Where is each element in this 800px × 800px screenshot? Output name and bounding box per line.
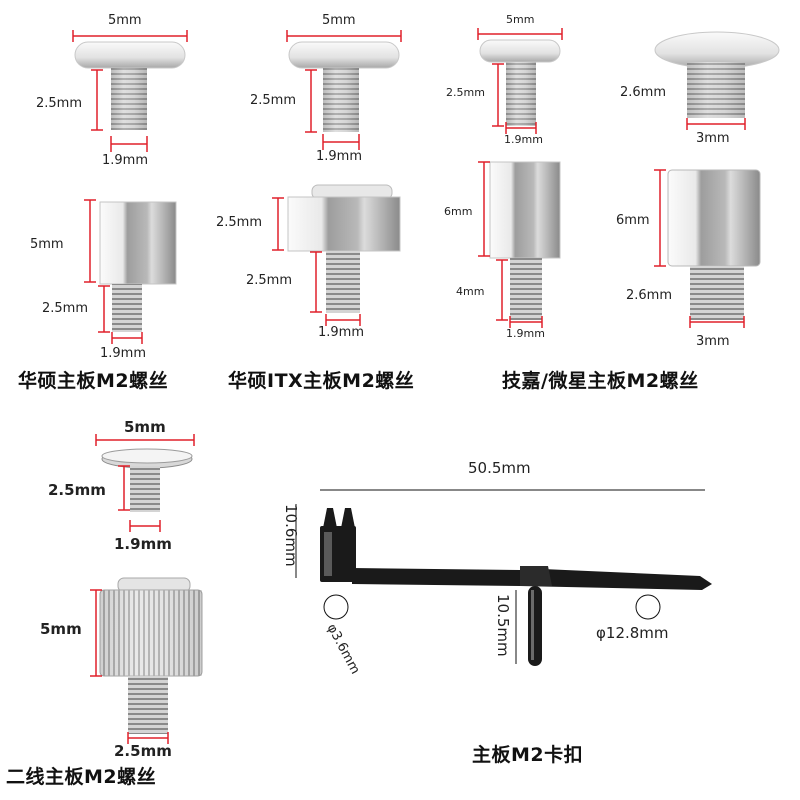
product-caption: 技嘉/微星主板M2螺丝: [502, 370, 699, 392]
clip-pin-height-label: 10.5mm: [494, 594, 512, 657]
clip-caption: 主板M2卡扣: [472, 744, 584, 766]
thread-diameter-label: 1.9mm: [102, 153, 149, 168]
standoff-large: [667, 169, 761, 320]
standoff-height-label: 5mm: [30, 237, 64, 252]
thread-diameter-label: 3mm: [696, 131, 730, 146]
standoff-gigabyte-msi: [489, 161, 561, 320]
screw-gigabyte-msi: [479, 39, 561, 126]
thread-length-label: 2.6mm: [620, 85, 667, 100]
screw-phillips: [654, 31, 780, 118]
screw-two-wire: [101, 448, 193, 512]
head-width-label: 5mm: [322, 13, 356, 28]
standoff-thread-diameter-label: 3mm: [696, 334, 730, 349]
standoff-thread-length-label: 2.5mm: [42, 301, 89, 316]
motherboard-clip: [320, 508, 712, 666]
thread-length-label: 2.5mm: [250, 93, 297, 108]
product-caption: 华硕主板M2螺丝: [18, 370, 169, 392]
screw-asus-itx: [288, 41, 400, 132]
thread-length-label: 2.5mm: [48, 481, 106, 499]
clip-dimension-lines: [295, 489, 705, 664]
standoff-asus-itx: [287, 184, 401, 313]
thread-diameter-label: 1.9mm: [114, 535, 172, 553]
standoff-thread-diameter-label: 1.9mm: [318, 325, 365, 340]
head-width-label: 5mm: [108, 13, 142, 28]
head-width-label: 5mm: [124, 418, 166, 436]
clip-large-hole-label: φ12.8mm: [596, 624, 669, 642]
clip-left-height-label: 10.6mm: [282, 504, 300, 567]
product-caption: 华硕ITX主板M2螺丝: [228, 370, 415, 392]
thread-diameter-label: 1.9mm: [316, 149, 363, 164]
knob-height-label: 5mm: [40, 620, 82, 638]
standoff-thread-length-label: 2.6mm: [626, 288, 673, 303]
standoff-height-label: 2.5mm: [216, 215, 263, 230]
standoff-asus: [99, 201, 177, 332]
thread-length-label: 2.5mm: [36, 96, 83, 111]
thread-diameter-label: 1.9mm: [504, 133, 543, 146]
standoff-thread-length-label: 2.5mm: [246, 273, 293, 288]
knob-thread-diameter-label: 2.5mm: [114, 742, 172, 760]
product-caption: 二线主板M2螺丝: [6, 766, 157, 788]
knurled-thumb-screw: [99, 577, 203, 734]
clip-length-label: 50.5mm: [468, 459, 531, 477]
standoff-thread-diameter-label: 1.9mm: [506, 327, 545, 340]
standoff-height-label: 6mm: [444, 205, 473, 218]
thread-length-label: 2.5mm: [446, 86, 485, 99]
screw-asus: [74, 41, 186, 130]
head-width-label: 5mm: [506, 13, 535, 26]
standoff-thread-diameter-label: 1.9mm: [100, 346, 147, 361]
dimension-lines: [72, 28, 746, 744]
standoff-thread-length-label: 4mm: [456, 285, 485, 298]
standoff-height-label: 6mm: [616, 213, 650, 228]
